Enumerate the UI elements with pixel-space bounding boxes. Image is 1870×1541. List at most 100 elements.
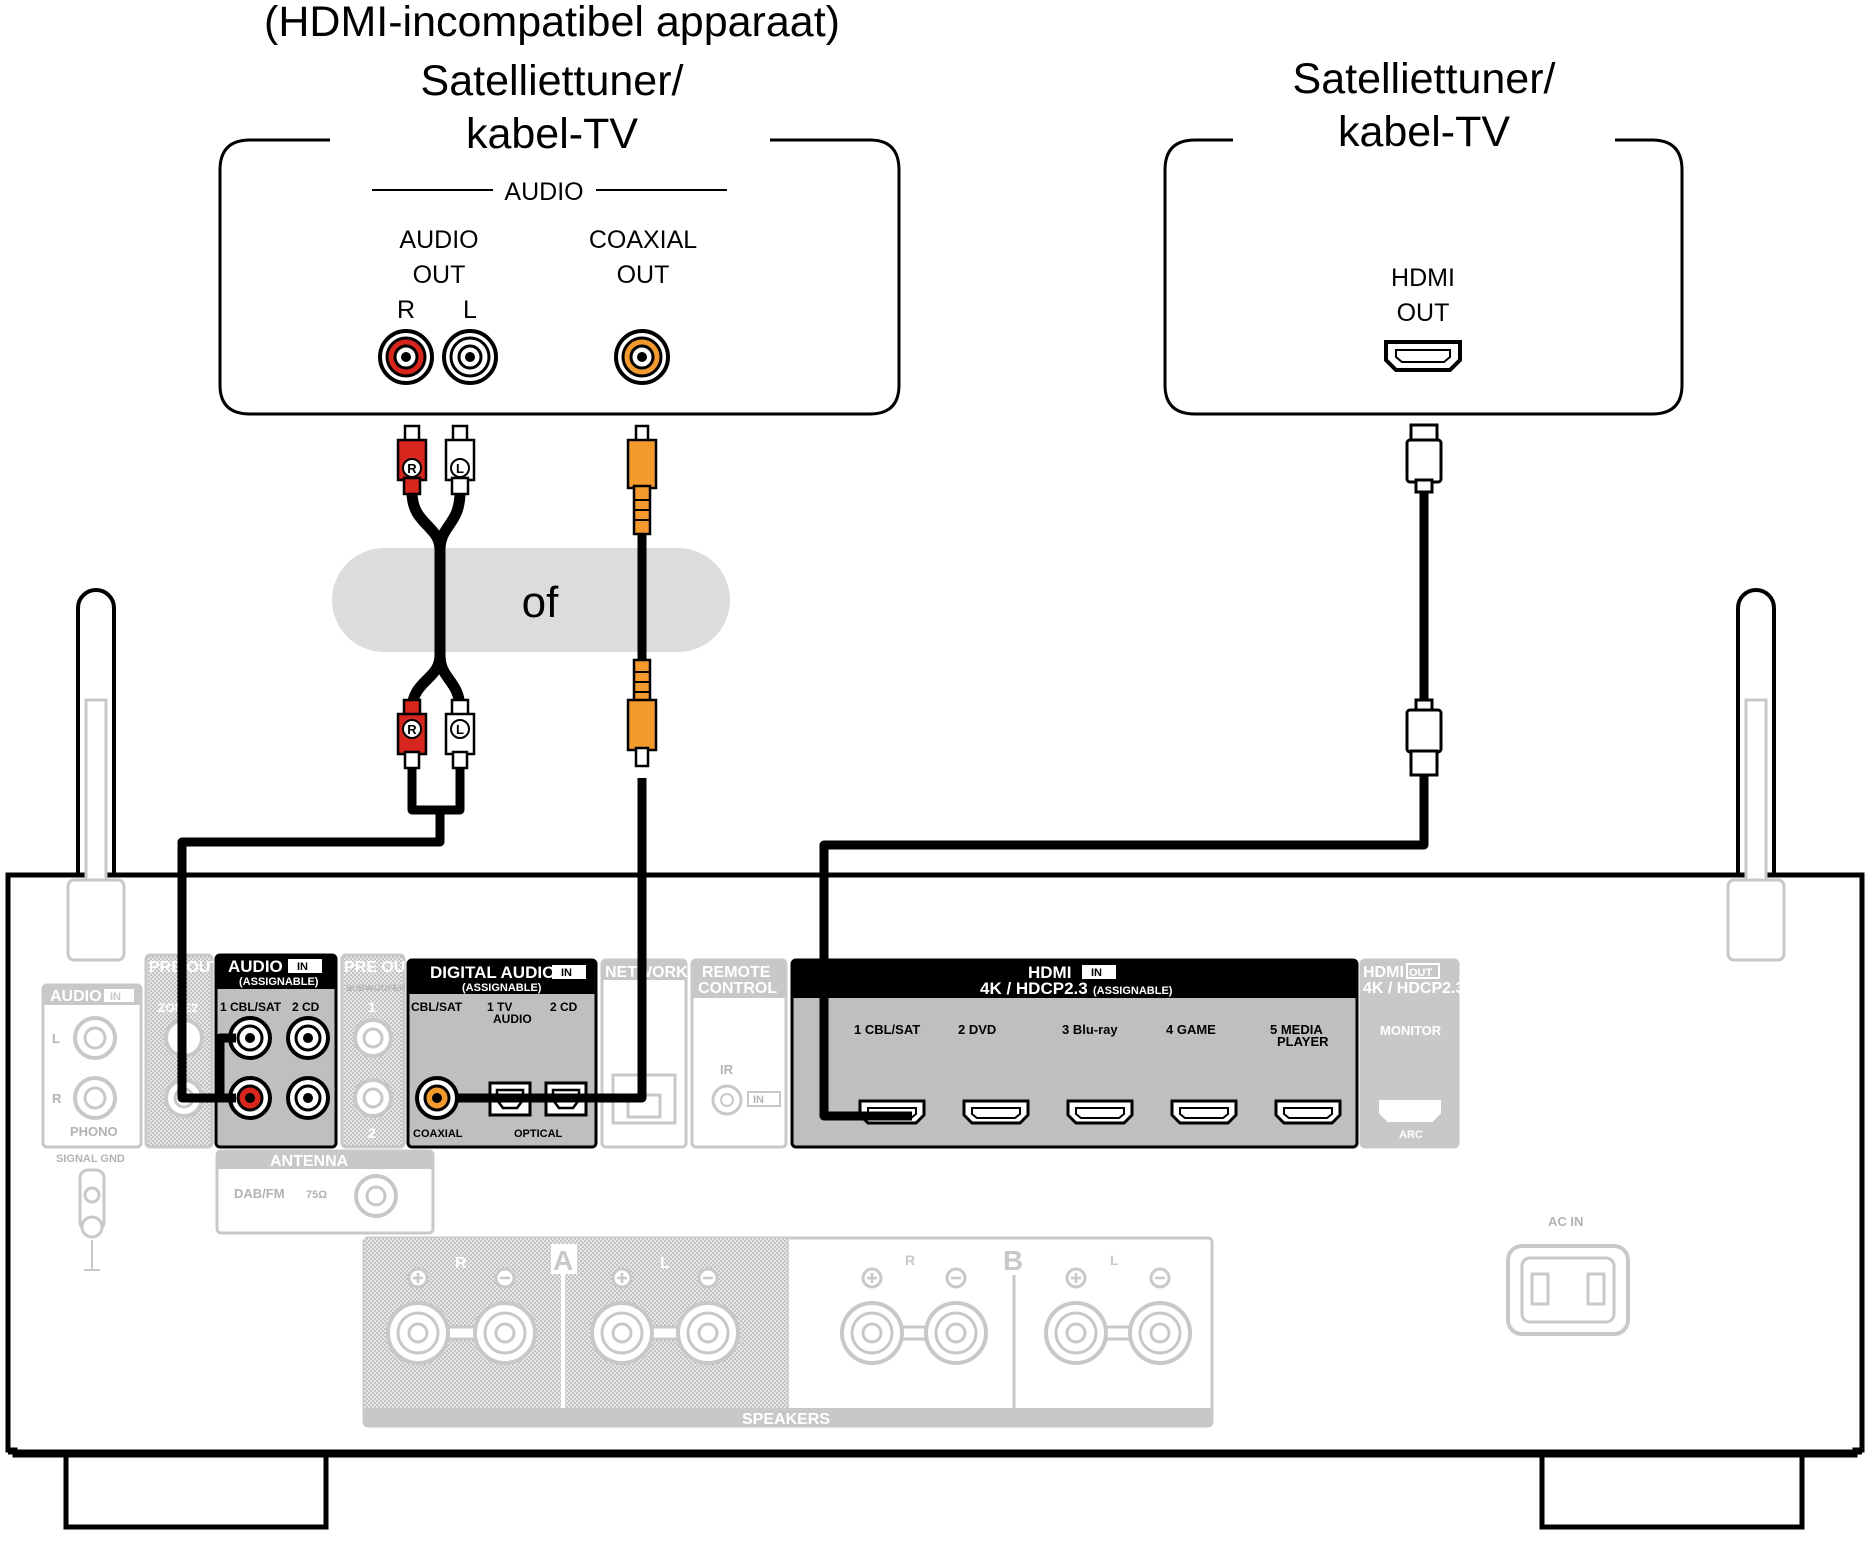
dab-fm-label: DAB/FM	[234, 1186, 285, 1201]
speaker-b-label: B	[1003, 1245, 1023, 1276]
audio-in-cbl-l-jack[interactable]	[228, 1016, 272, 1060]
plugs: R L R L	[396, 423, 1443, 777]
audio-in-title: AUDIO	[228, 957, 283, 976]
hdmi-out-section: HDMI OUT 4K / HDCP2.3 MONITOR ARC	[1359, 958, 1464, 1149]
monitor-label: MONITOR	[1380, 1023, 1442, 1038]
coaxial-in-jack[interactable]	[415, 1076, 459, 1120]
plug-hdmi-top	[1405, 423, 1443, 494]
phono-badge: IN	[110, 991, 121, 1003]
foot-right	[1539, 1452, 1805, 1530]
hdmi-out-sub: 4K / HDCP2.3	[1363, 980, 1464, 997]
ir-label: IR	[720, 1062, 734, 1077]
speaker-terminal	[473, 1267, 537, 1365]
audio-in-cd-r-jack[interactable]	[286, 1076, 330, 1120]
pre-out-subwoofer-section: PRE OUT SUBWOOFER 1 2	[340, 953, 415, 1149]
remote-title-1: REMOTE	[702, 964, 771, 981]
source-audio-out-1: AUDIO	[399, 226, 478, 254]
plug-top-r-label: R	[407, 461, 417, 476]
source-coaxial-1: COAXIAL	[589, 226, 697, 254]
source-audio-r-jack[interactable]	[378, 329, 434, 385]
source-right-title-1: Satelliettuner/	[1293, 55, 1556, 103]
audio-in-badge: IN	[297, 961, 308, 973]
arc-label: ARC	[1399, 1129, 1423, 1141]
source-left-device: (HDMI-incompatibel apparaat) Satelliettu…	[218, 0, 901, 416]
phono-title: AUDIO	[50, 988, 102, 1005]
source-audio-out-2: OUT	[413, 261, 466, 289]
phono-l-label: L	[52, 1031, 60, 1046]
audio-in-cd-l-jack[interactable]	[286, 1016, 330, 1060]
source-coaxial-2: OUT	[617, 261, 670, 289]
digital-audio-in-section: DIGITAL AUDIO IN (ASSIGNABLE) CBL/SAT 1 …	[406, 958, 598, 1149]
audio-in-ch1: 1 CBL/SAT	[220, 1000, 282, 1014]
speaker-terminal	[1044, 1267, 1108, 1365]
ohm-label: 75Ω	[306, 1189, 327, 1201]
source-right-title-2: kabel-TV	[1338, 108, 1510, 156]
plug-coaxial-bottom	[626, 658, 658, 768]
hdmi-in-5-port[interactable]	[1274, 1099, 1342, 1125]
digital-cd-label: 2 CD	[550, 1000, 578, 1014]
hdmi-out-title: HDMI	[1363, 964, 1404, 981]
digital-audio-badge: IN	[561, 967, 572, 979]
hdmi-in-4-label: 4 GAME	[1166, 1022, 1216, 1037]
plug-hdmi-bottom	[1405, 698, 1443, 777]
hdmi-in-4-port[interactable]	[1170, 1099, 1238, 1125]
plug-bottom-r-label: R	[407, 722, 417, 737]
hdmi-in-2-port[interactable]	[962, 1099, 1030, 1125]
plug-top-l: L	[444, 424, 476, 496]
source-audio-l-jack[interactable]	[442, 329, 498, 385]
source-r-label: R	[397, 296, 415, 324]
source-left-title-2: kabel-TV	[466, 110, 638, 158]
or-label: of	[522, 578, 559, 627]
speaker-b-r-label: R	[905, 1252, 915, 1268]
plug-bottom-l: L	[444, 698, 476, 770]
speaker-terminal	[840, 1267, 904, 1365]
hdmi-in-assignable: (ASSIGNABLE)	[1093, 985, 1173, 997]
digital-audio-title: DIGITAL AUDIO	[430, 963, 555, 982]
ir-in-label: IN	[753, 1094, 764, 1106]
network-title: NETWORK	[605, 964, 688, 981]
plug-bottom-l-label: L	[456, 722, 464, 737]
coaxial-label: COAXIAL	[413, 1128, 463, 1140]
source-hdmi-out-port[interactable]	[1384, 340, 1462, 372]
hdmi-in5-line2: PLAYER	[1277, 1034, 1329, 1049]
optical-label: OPTICAL	[514, 1128, 563, 1140]
speaker-a-r-label: R	[455, 1255, 467, 1272]
hdmi-in-2-label: 2 DVD	[958, 1022, 996, 1037]
digital-audio-assignable: (ASSIGNABLE)	[462, 982, 542, 994]
audio-in-assignable: (ASSIGNABLE)	[239, 976, 319, 988]
digital-tv-label: 1 TV	[487, 1000, 512, 1014]
speaker-terminal	[590, 1267, 654, 1365]
hdmi-in-section: HDMI IN 4K / HDCP2.3 (ASSIGNABLE) 1 CBL/…	[790, 958, 1359, 1149]
digital-tv-audio-label: AUDIO	[493, 1012, 532, 1026]
ac-in-section: AC IN	[1506, 1214, 1630, 1336]
plug-top-l-label: L	[456, 461, 464, 476]
antenna-section: ANTENNA DAB/FM 75Ω	[215, 1149, 435, 1235]
hdmi-in-1-label: 1 CBL/SAT	[854, 1022, 920, 1037]
subwoofer-label: SUBWOOFER	[346, 983, 406, 993]
digital-cbl-label: CBL/SAT	[411, 1000, 463, 1014]
remote-control-section: REMOTE CONTROL IR IN	[690, 958, 788, 1149]
speaker-terminal	[1128, 1267, 1192, 1365]
source-left-title-1: Satelliettuner/	[421, 57, 684, 105]
plug-top-r: R	[396, 424, 428, 496]
source-audio-group: AUDIO	[504, 178, 583, 206]
hdmi-in-3-port[interactable]	[1066, 1099, 1134, 1125]
source-hdmi-out-2: OUT	[1397, 299, 1450, 327]
speaker-b-l-label: L	[1110, 1252, 1119, 1268]
speaker-a-label: A	[553, 1245, 573, 1276]
source-hdmi-out-1: HDMI	[1391, 264, 1455, 292]
source-right-device: Satelliettuner/ kabel-TV HDMI OUT	[1163, 55, 1684, 416]
source-coaxial-jack[interactable]	[614, 329, 670, 385]
speaker-a-l-label: L	[660, 1255, 670, 1272]
remote-title-2: CONTROL	[698, 980, 777, 997]
foot-left	[63, 1452, 329, 1530]
plug-bottom-r: R	[396, 698, 428, 770]
hdmi-out-badge: OUT	[1409, 967, 1433, 979]
speaker-terminal	[924, 1267, 988, 1365]
signal-gnd-label: SIGNAL GND	[56, 1153, 125, 1165]
phono-section: AUDIO IN L R PHONO SIGNAL GND	[41, 983, 143, 1271]
antenna-title: ANTENNA	[270, 1153, 349, 1170]
